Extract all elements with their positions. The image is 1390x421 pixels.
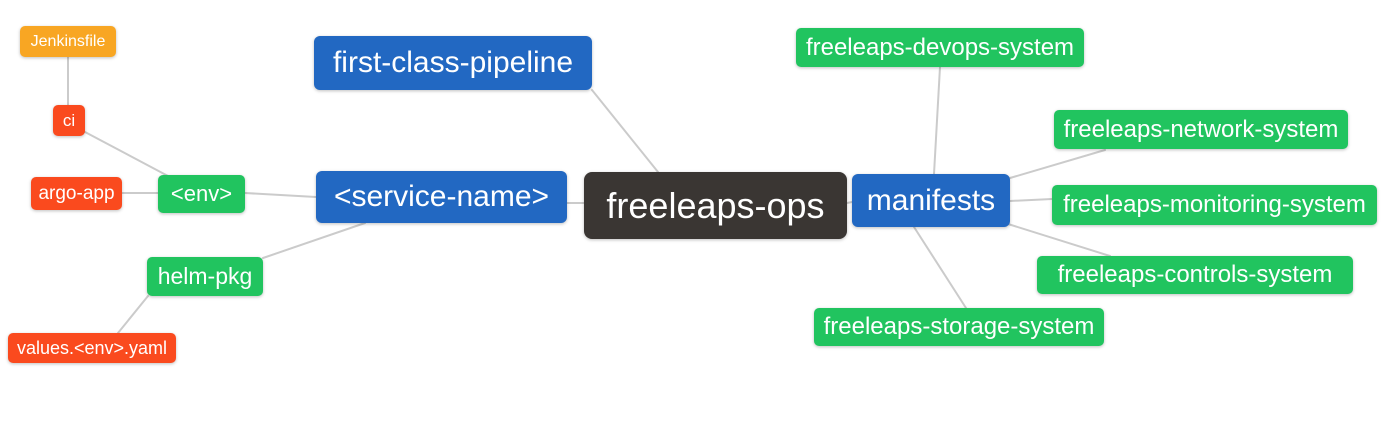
node-controls-system[interactable]: freeleaps-controls-system (1037, 256, 1353, 294)
node-network-system[interactable]: freeleaps-network-system (1054, 110, 1348, 149)
node-values-env-yaml[interactable]: values.<env>.yaml (8, 333, 176, 363)
node-jenkinsfile[interactable]: Jenkinsfile (20, 26, 116, 57)
edge-manifests-storage (913, 226, 967, 309)
node-first-class-pipeline[interactable]: first-class-pipeline (314, 36, 592, 90)
node-storage-system[interactable]: freeleaps-storage-system (814, 308, 1104, 346)
node-helm-pkg[interactable]: helm-pkg (147, 257, 263, 296)
node-service-name[interactable]: <service-name> (316, 171, 567, 223)
edge-ci-env (84, 131, 169, 177)
node-freeleaps-ops-root[interactable]: freeleaps-ops (584, 172, 847, 239)
node-ci[interactable]: ci (53, 105, 85, 136)
edge-manifests-controls (1007, 223, 1111, 257)
edge-manifests-devops (933, 66, 941, 175)
edge-first-class-pipeline-root (591, 89, 659, 173)
node-env[interactable]: <env> (158, 175, 245, 213)
node-manifests[interactable]: manifests (852, 174, 1010, 227)
edge-env-service-name (244, 192, 317, 198)
node-devops-system[interactable]: freeleaps-devops-system (796, 28, 1084, 67)
node-argo-app[interactable]: argo-app (31, 177, 122, 210)
edge-manifests-monitoring (1009, 198, 1053, 202)
edge-manifests-network (1009, 149, 1106, 179)
node-monitoring-system[interactable]: freeleaps-monitoring-system (1052, 185, 1377, 225)
edge-values-helm-pkg (117, 295, 149, 334)
edge-root-manifests (846, 201, 853, 204)
edge-helm-pkg-service-name (262, 222, 366, 259)
